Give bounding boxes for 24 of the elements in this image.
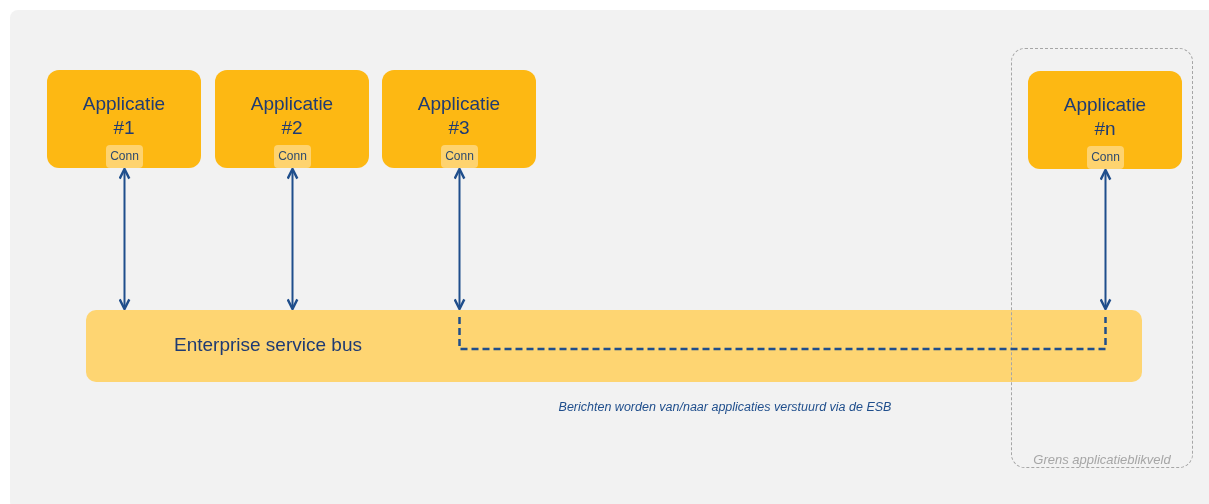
connector-label: Conn [1090,150,1121,164]
service-bus-label: Enterprise service bus [174,334,362,356]
double-arrow [286,167,299,311]
service-bus-bar [86,310,1142,382]
application-box [1028,71,1182,169]
connector-label: Conn [109,149,140,163]
application-box [215,70,369,168]
caption-note: Berichten worden van/naar applicaties verstuurd via de ESB [557,400,893,414]
application-box [382,70,536,168]
application-label: Applicatie #3 [416,92,502,140]
application-box [47,70,201,168]
connector-box [106,145,143,168]
boundary-label: Grens applicatieblikveld [1032,452,1172,467]
connector-label: Conn [444,149,475,163]
connector-box [274,145,311,168]
application-label: Applicatie #2 [249,92,335,140]
connector-box [441,145,478,168]
application-label: Applicatie #1 [81,92,167,140]
application-label: Applicatie #n [1062,93,1148,141]
connector-label: Conn [277,149,308,163]
connector-box [1087,146,1124,169]
double-arrow [1099,168,1112,311]
double-arrow [453,167,466,311]
double-arrow [118,167,131,311]
